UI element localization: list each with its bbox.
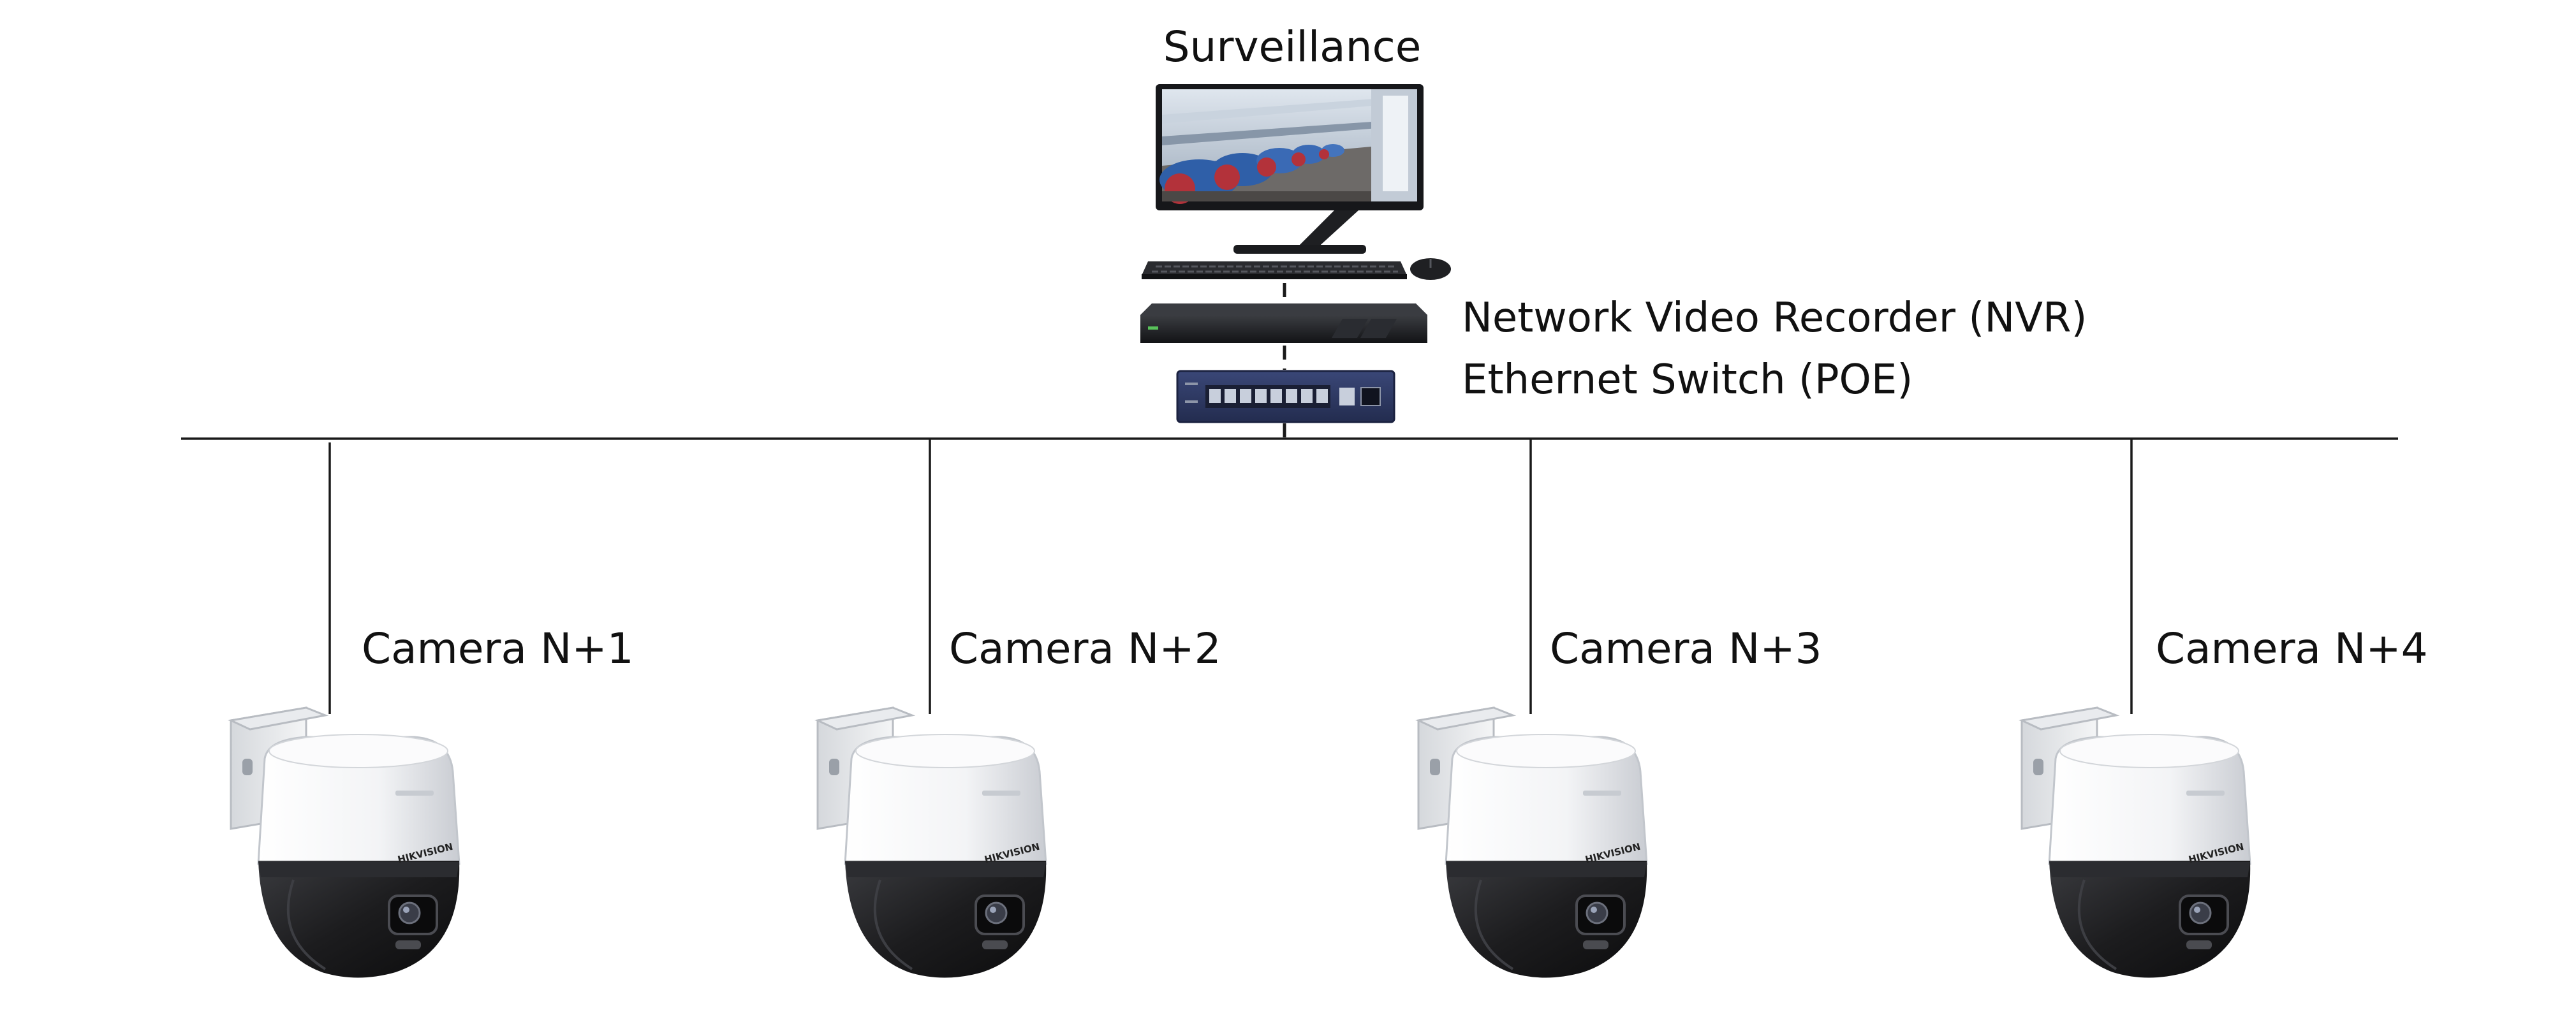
mouse-icon (1410, 258, 1451, 280)
ptz-dome-camera-icon: HIKVISION (816, 706, 1048, 979)
switch-label: Ethernet Switch (POE) (1462, 356, 1913, 404)
nvr-label: Network Video Recorder (NVR) (1462, 295, 2087, 342)
desktop-computer-icon (1156, 84, 1424, 254)
ethernet-switch-icon (1176, 370, 1395, 423)
monitor-screen (1159, 89, 1417, 204)
ptz-dome-camera-icon: HIKVISION (230, 706, 461, 979)
camera-label-4: Camera N+4 (2156, 624, 2428, 673)
ptz-dome-camera-icon: HIKVISION (1417, 706, 1649, 979)
camera-label-3: Camera N+3 (1550, 624, 1822, 673)
nvr-box-icon (1140, 303, 1427, 343)
ptz-dome-camera-icon: HIKVISION (2020, 706, 2252, 979)
keyboard-icon (1142, 261, 1407, 279)
camera-label-2: Camera N+2 (949, 624, 1221, 673)
surveillance-label: Surveillance (1163, 22, 1422, 71)
camera-label-1: Camera N+1 (362, 624, 634, 673)
